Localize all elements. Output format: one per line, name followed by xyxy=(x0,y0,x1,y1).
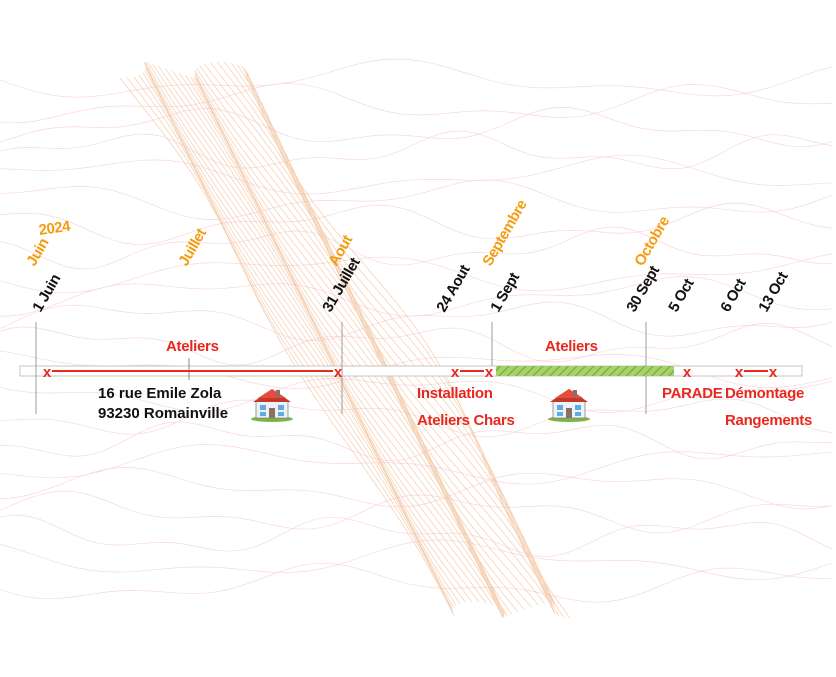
marker-x: x xyxy=(769,364,778,381)
address-line1: 16 rue Emile Zola xyxy=(98,385,222,402)
phase-installation-line2: Ateliers Chars xyxy=(417,412,515,429)
address-block: 16 rue Emile Zola 93230 Romainville xyxy=(98,384,228,424)
marker-x: x xyxy=(43,364,52,381)
ateliers-green-band xyxy=(496,366,674,376)
marker-x: x xyxy=(485,364,494,381)
marker-x: x xyxy=(683,364,692,381)
phase-demontage-line1: Démontage xyxy=(725,385,804,402)
marker-x: x xyxy=(334,364,343,381)
marker-x: x xyxy=(735,364,744,381)
phase-ateliers-1: Ateliers xyxy=(166,338,219,355)
phase-ateliers-2: Ateliers xyxy=(545,338,598,355)
address-line2: 93230 Romainville xyxy=(98,405,229,422)
phase-installation-line1: Installation xyxy=(417,385,493,402)
phase-demontage-line2: Rangements xyxy=(725,412,813,429)
phase-parade: PARADE xyxy=(662,385,723,402)
timeline-axis xyxy=(19,365,803,377)
marker-x: x xyxy=(451,364,460,381)
house-icon xyxy=(251,389,293,422)
house-icon xyxy=(548,389,590,422)
